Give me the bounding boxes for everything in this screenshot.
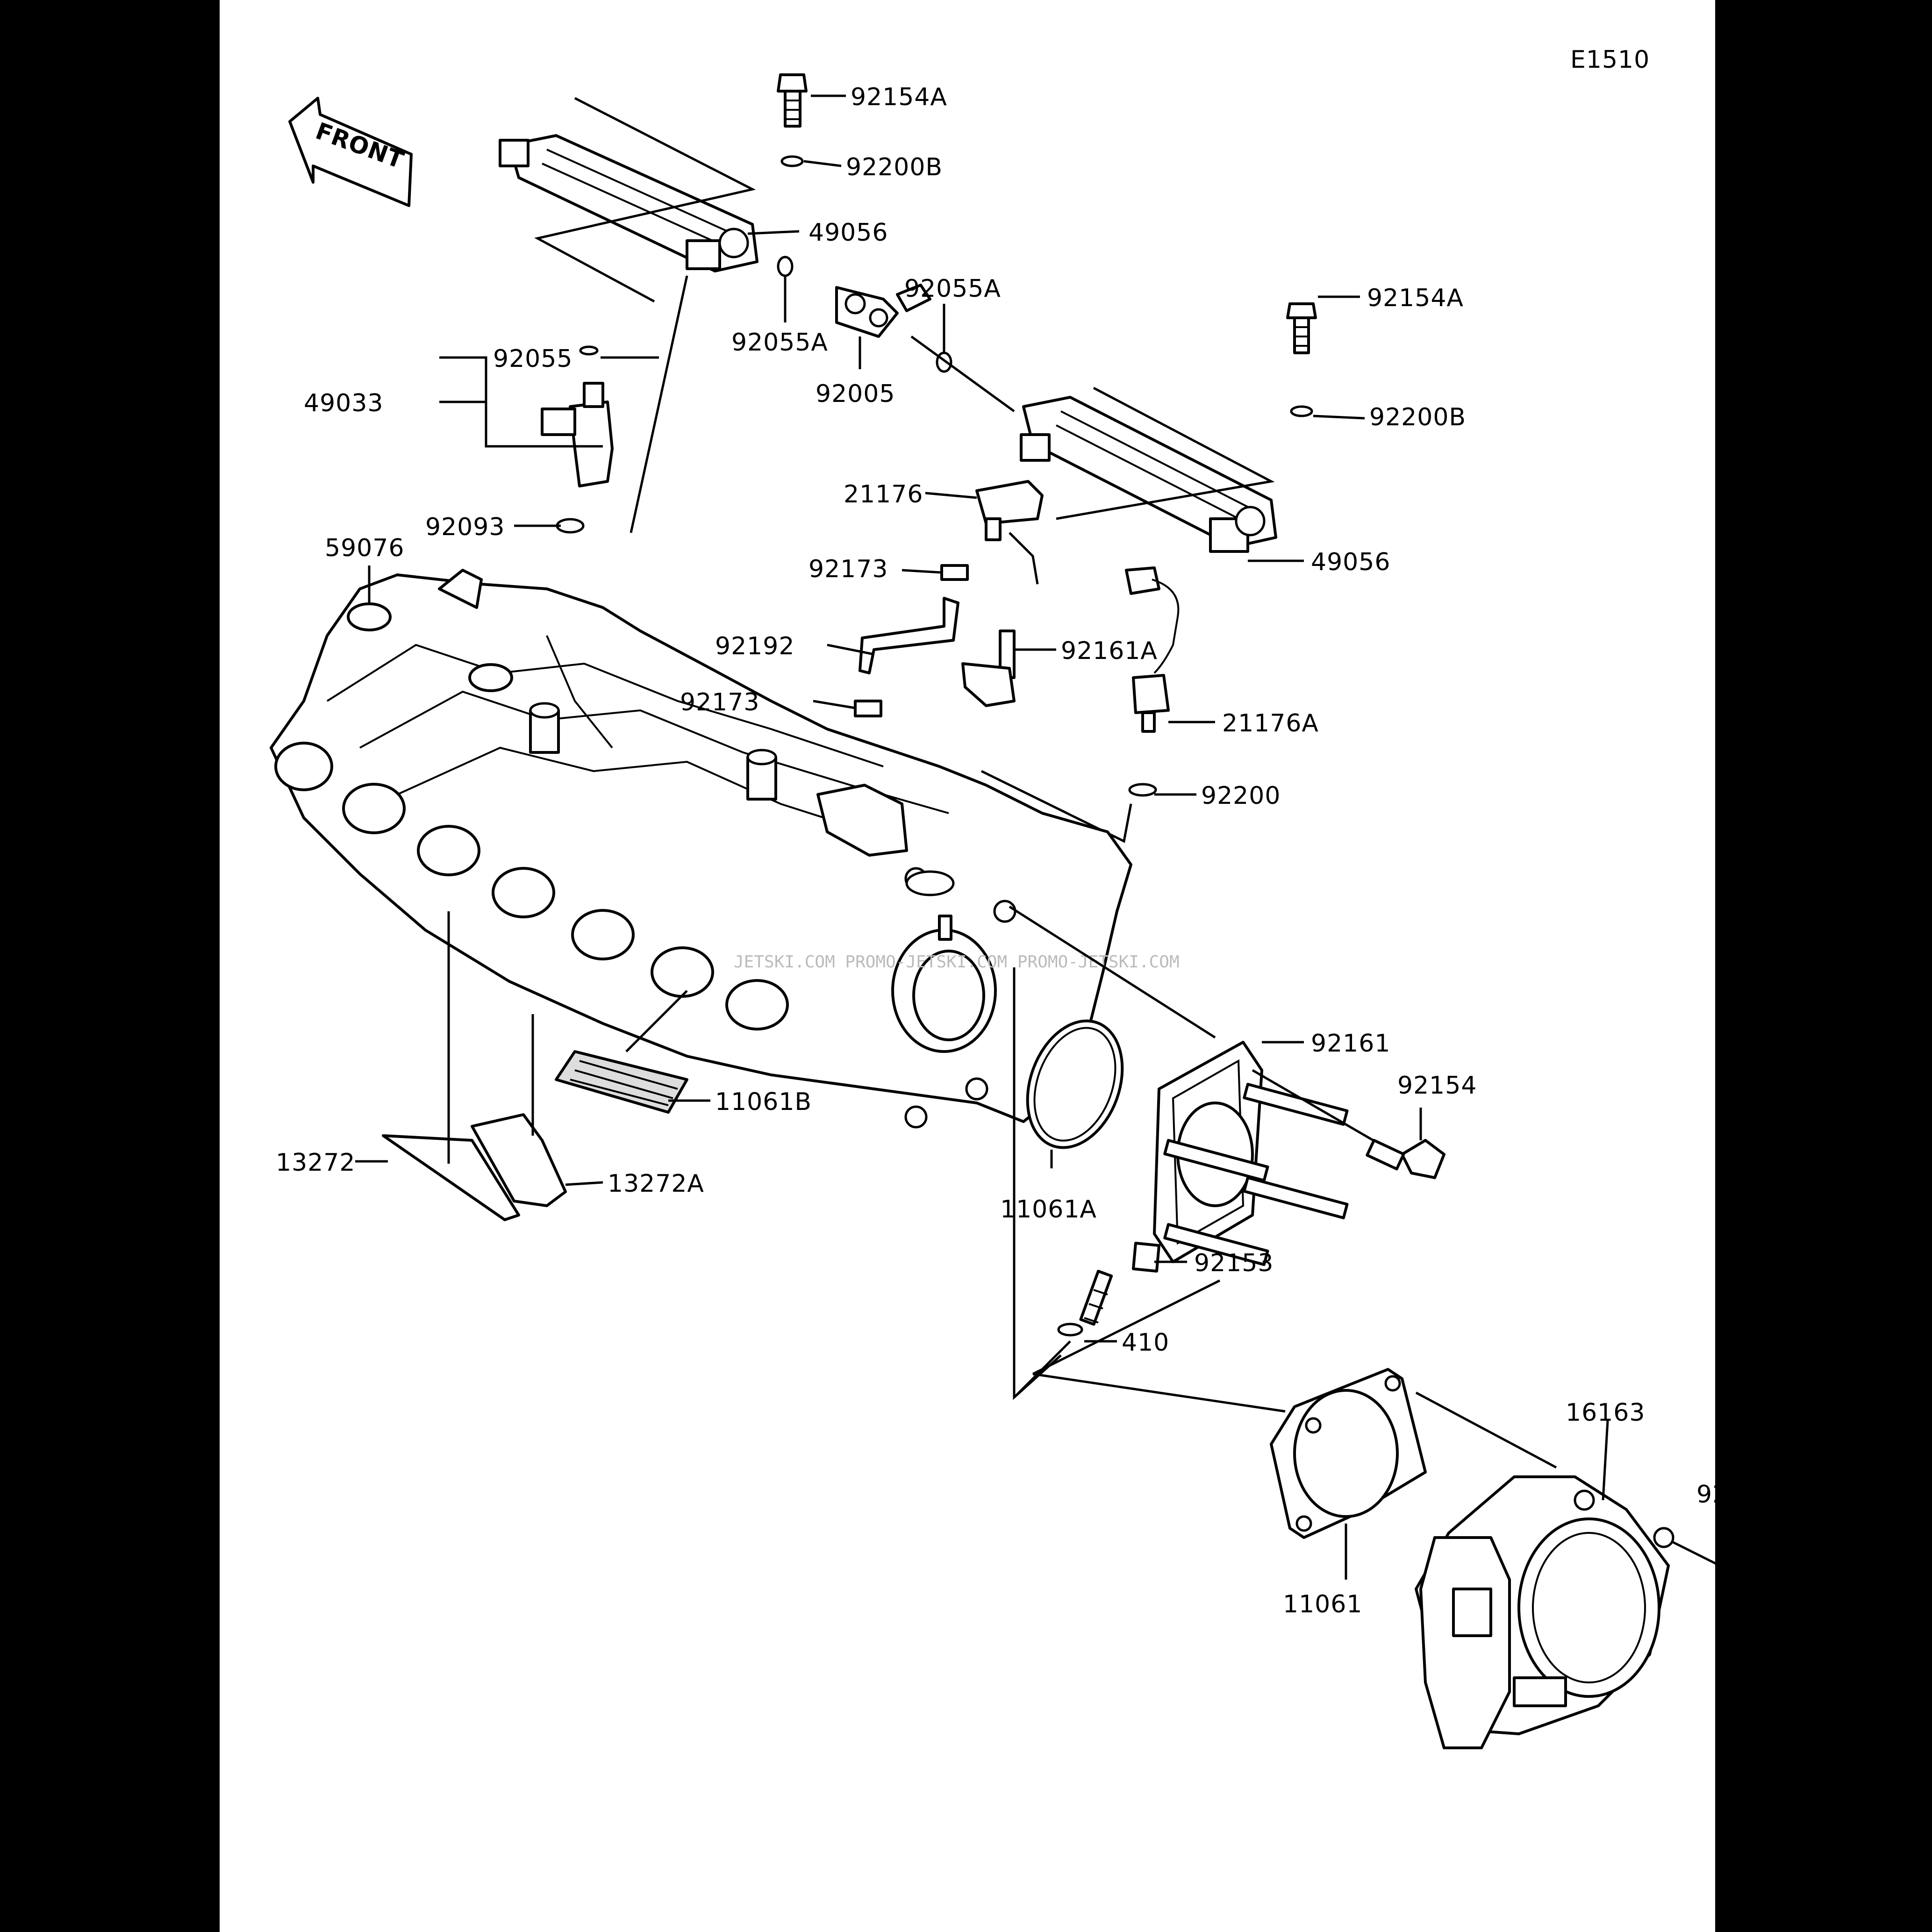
callout-49056-top: 49056 (809, 219, 888, 247)
gasket-11061 (1270, 1368, 1427, 1539)
callout-92192: 92192 (715, 632, 794, 660)
callout-11061: 11061 (1283, 1590, 1362, 1618)
callout-92055A-right: 92055A (904, 275, 1001, 303)
clamp-92173-bottom (854, 700, 882, 717)
spacer-92161 (1153, 1041, 1349, 1266)
callout-92161: 92161 (1311, 1030, 1390, 1058)
front-direction-arrow: FRONT (288, 97, 413, 207)
oring-92055A-left (777, 256, 794, 277)
exploded-parts-diagram: E1510 FRONT (270, 46, 1715, 1749)
callout-49033: 49033 (304, 389, 383, 417)
bolt-92154A-right (1286, 302, 1317, 354)
fuel-rail-right (1020, 396, 1277, 553)
callout-59076: 59076 (325, 534, 404, 562)
bolt-92154A-top (777, 73, 808, 128)
callout-92200B-top: 92200B (846, 153, 943, 181)
gasket-11061B (555, 1050, 688, 1114)
callout-92154A-right: 92154A (1367, 284, 1464, 312)
seal-92093 (556, 518, 585, 534)
hose-92192 (859, 597, 959, 674)
throttle-body-16163 (1415, 1475, 1674, 1749)
callout-13272A: 13272A (608, 1170, 704, 1198)
parts-diagram-sheet: E1510 FRONT (220, 0, 1715, 1932)
sensor-21176 (975, 480, 1044, 541)
callout-92173-bottom: 92173 (680, 688, 759, 716)
bolt-92154 (1366, 1139, 1445, 1179)
callout-92154A-top: 92154A (851, 83, 947, 111)
diagram-code: E1510 (1570, 46, 1650, 74)
fitting-92161A (961, 630, 1016, 707)
fuel-rail-left (499, 134, 758, 272)
callout-13272: 13272 (276, 1149, 355, 1177)
bolt-92153 (1079, 1242, 1160, 1326)
callout-92055A-left: 92055A (731, 329, 828, 357)
sensor-21176A (1125, 566, 1180, 733)
callout-92154: 92154 (1397, 1072, 1477, 1100)
callout-21176: 21176 (844, 480, 923, 508)
intake-manifold-59076 (270, 569, 1132, 1129)
callout-410: 410 (1122, 1329, 1169, 1357)
clamp-92173-top (940, 564, 969, 581)
callout-92161A: 92161A (1061, 637, 1158, 665)
callout-92153: 92153 (1194, 1249, 1274, 1277)
callout-92200A: 92200A (1696, 1481, 1715, 1509)
callout-16163: 16163 (1566, 1399, 1645, 1427)
callout-92093: 92093 (425, 513, 505, 541)
callout-92173-top: 92173 (809, 555, 888, 583)
gasket-13272 (382, 1134, 520, 1221)
washer-92200B-top (780, 155, 804, 167)
callout-21176A: 21176A (1222, 709, 1319, 737)
washer-92200 (1128, 783, 1157, 797)
callout-92005: 92005 (816, 380, 895, 408)
fuel-injector-49033 (541, 382, 614, 487)
watermark-text: JETSKI.COM PROMO-JETSKI.COM PROMO-JETSKI… (734, 952, 1180, 972)
callout-49056-right: 49056 (1311, 548, 1390, 576)
callout-92200: 92200 (1201, 782, 1281, 810)
oring-11061A (1026, 1019, 1124, 1149)
callout-11061A: 11061A (1000, 1195, 1097, 1224)
callout-92200B-right: 92200B (1369, 403, 1466, 431)
callout-11061B: 11061B (715, 1088, 812, 1116)
washer-92200B-right (1290, 405, 1313, 417)
fuel-connector-92005 (835, 284, 931, 338)
washer-410 (1057, 1323, 1083, 1337)
gasket-13272A (471, 1113, 567, 1207)
callout-92055: 92055 (493, 345, 572, 373)
oring-92055 (579, 345, 599, 356)
